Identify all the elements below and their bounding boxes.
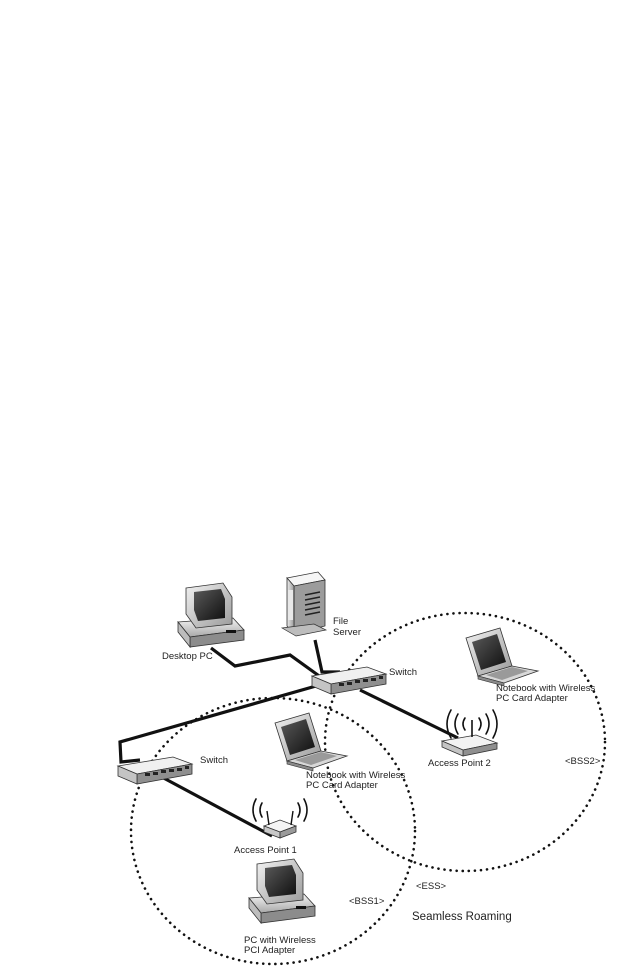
ess-label: <ESS> bbox=[416, 881, 447, 892]
file-server-icon bbox=[280, 571, 328, 637]
access-point-2-label: Access Point 2 bbox=[428, 758, 491, 769]
cable-switch-to-switch bbox=[118, 680, 331, 764]
pc-wireless-label-line2: PCI Adapter bbox=[244, 945, 296, 956]
access-point-1-label: Access Point 1 bbox=[234, 845, 297, 856]
pc-wireless-label-line1: PC with Wireless bbox=[244, 935, 316, 946]
notebook-bss2-icon bbox=[465, 627, 540, 687]
access-point-1-icon bbox=[252, 798, 308, 839]
bss2-coverage-circle bbox=[323, 611, 607, 873]
notebook-bss2-label-line2: PC Card Adapter bbox=[496, 693, 568, 704]
cable-server-to-switch bbox=[313, 639, 340, 674]
seamless-roaming-label: Seamless Roaming bbox=[412, 911, 512, 923]
notebook-bss1-label-line2: PC Card Adapter bbox=[306, 780, 378, 791]
desktop-pc-icon bbox=[177, 582, 245, 649]
switch-left-label: Switch bbox=[200, 755, 228, 766]
switch-left-icon bbox=[116, 756, 194, 785]
desktop-pc-label: Desktop PC bbox=[162, 651, 213, 662]
cable-switch-to-ap2 bbox=[359, 688, 459, 740]
file-server-label-line1: File bbox=[333, 616, 349, 627]
access-point-2-icon bbox=[440, 709, 499, 757]
notebook-bss2-label-line1: Notebook with Wireless bbox=[496, 683, 596, 694]
bss2-label: <BSS2> bbox=[565, 756, 601, 767]
switch-top-label: Switch bbox=[389, 667, 417, 678]
file-server-label-line2: Server bbox=[333, 627, 361, 638]
pc-wireless-icon bbox=[248, 858, 316, 925]
cable-switch-to-ap1 bbox=[157, 773, 273, 838]
cable-desktop-to-switch bbox=[210, 646, 323, 680]
bss1-label: <BSS1> bbox=[349, 896, 385, 907]
switch-top-icon bbox=[310, 666, 388, 695]
network-cables bbox=[118, 639, 459, 838]
notebook-bss1-icon bbox=[274, 712, 349, 772]
notebook-bss1-label-line1: Notebook with Wireless bbox=[306, 770, 406, 781]
